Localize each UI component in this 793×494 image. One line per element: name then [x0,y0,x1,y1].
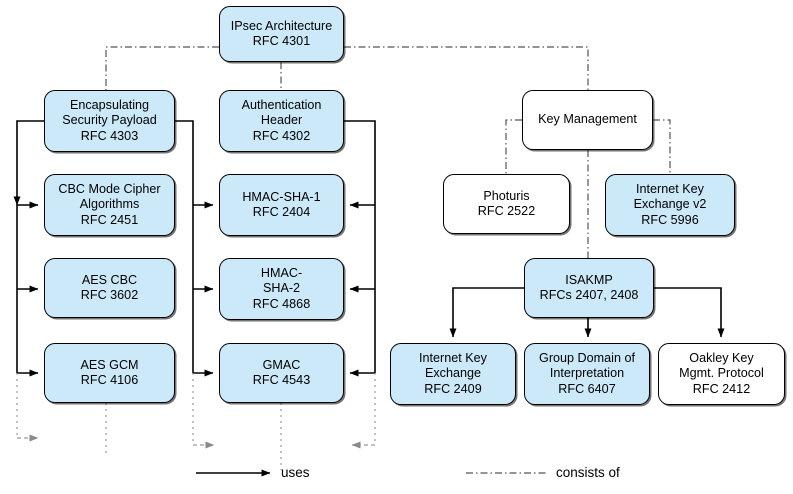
node-line: RFC 4302 [252,128,311,143]
node-line: Group Domain of [539,350,635,365]
node-internet-key-exchange[interactable]: Internet Key Exchange RFC 2409 [390,343,516,405]
node-ipsec-architecture[interactable]: IPsec Architecture RFC 4301 [219,6,344,62]
node-line: Security Payload [62,113,157,128]
node-line: RFC 2451 [80,212,139,227]
node-line: RFCs 2407, 2408 [539,288,639,302]
node-line: RFC 4303 [80,128,139,143]
node-line: Encapsulating [69,97,150,112]
node-aes-cbc[interactable]: AES CBC RFC 3602 [44,258,175,318]
node-line: RFC 2404 [252,205,311,219]
node-line: RFC 4301 [252,34,311,48]
node-line: Key Management [538,112,637,127]
node-group-domain-of-interpretation[interactable]: Group Domain of Interpretation RFC 6407 [524,343,650,405]
node-line: SHA-2 [262,281,301,296]
node-line: HMAC- [260,265,303,280]
node-hmac-sha-2[interactable]: HMAC- SHA-2 RFC 4868 [219,258,344,320]
node-line: CBC Mode Cipher [58,181,161,196]
node-line: Algorithms [79,197,140,212]
node-cbc-mode-cipher-algorithms[interactable]: CBC Mode Cipher Algorithms RFC 2451 [44,174,175,236]
node-line: RFC 3602 [80,288,139,302]
uses-edges [13,120,725,377]
node-line: RFC 6407 [558,381,616,396]
node-line: RFC 4543 [252,373,311,387]
legend-uses-label: uses [281,465,310,480]
node-hmac-sha-1[interactable]: HMAC-SHA-1 RFC 2404 [219,174,344,236]
node-encapsulating-security-payload[interactable]: Encapsulating Security Payload RFC 4303 [44,90,175,152]
node-line: Mgmt. Protocol [679,366,764,381]
node-line: RFC 4106 [80,373,139,387]
node-line: GMAC [262,357,301,372]
node-aes-gcm[interactable]: AES GCM RFC 4106 [44,343,175,403]
node-line: Authentication [241,97,322,112]
node-line: RFC 2412 [692,381,751,396]
node-authentication-header[interactable]: Authentication Header RFC 4302 [219,90,344,152]
node-internet-key-exchange-v2[interactable]: Internet Key Exchange v2 RFC 5996 [605,174,735,236]
node-line: ISAKMP [565,272,613,287]
legend-consists-of-label: consists of [556,465,620,480]
node-line: RFC 2522 [477,204,536,218]
node-oakley-key-mgmt-protocol[interactable]: Oakley Key Mgmt. Protocol RFC 2412 [658,343,785,405]
node-line: IPsec Architecture [230,18,333,33]
node-photuris[interactable]: Photuris RFC 2522 [443,174,570,234]
node-key-management[interactable]: Key Management [522,90,653,150]
node-isakmp[interactable]: ISAKMP RFCs 2407, 2408 [524,258,654,318]
node-line: Internet Key [419,350,487,365]
node-line: Exchange v2 [633,197,707,212]
node-line: Internet Key [636,181,704,196]
node-line: Exchange [424,366,481,381]
node-gmac[interactable]: GMAC RFC 4543 [219,343,344,403]
node-line: RFC 2409 [424,381,482,396]
node-line: Interpretation [549,366,625,381]
consists-of-edges [105,46,671,258]
node-line: AES CBC [81,272,138,287]
node-line: HMAC-SHA-1 [242,189,321,204]
node-line: Photuris [483,188,530,203]
node-line: Header [260,113,303,128]
node-line: RFC 5996 [641,212,699,227]
node-line: Oakley Key [689,350,754,365]
node-line: AES GCM [80,357,139,372]
node-line: RFC 4868 [252,296,311,311]
